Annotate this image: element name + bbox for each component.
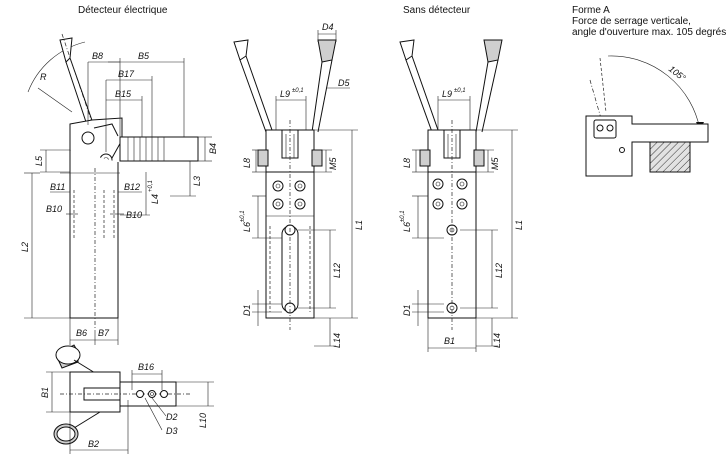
dim-L1-v3: L1 bbox=[514, 220, 524, 230]
dim-B1-top: B1 bbox=[40, 387, 50, 398]
dim-B15: B15 bbox=[115, 89, 132, 99]
dim-L1-front: L1 bbox=[354, 220, 364, 230]
forme-a-detail: 105° bbox=[585, 55, 709, 177]
dim-D1-v3: D1 bbox=[402, 304, 412, 316]
dim-L6-tol-front: ±0,1 bbox=[240, 210, 246, 222]
dim-D2: D2 bbox=[166, 412, 178, 422]
dim-D1-front: D1 bbox=[242, 304, 252, 316]
dim-B7: B7 bbox=[98, 328, 110, 338]
workpiece-hatch bbox=[649, 141, 691, 173]
dim-L6-tol-v3: ±0,1 bbox=[400, 210, 406, 222]
view1-top-view: B1 B16 D2 D3 L10 B2 bbox=[40, 344, 214, 454]
dim-R: R bbox=[40, 72, 47, 82]
dim-L2: L2 bbox=[20, 242, 30, 252]
angle-105: 105° bbox=[667, 64, 688, 84]
clamp-arm bbox=[119, 136, 199, 162]
dim-L8-v3: L8 bbox=[402, 158, 412, 168]
dim-M5-front: M5 bbox=[328, 157, 338, 170]
dim-L4-tol: +0,1 bbox=[148, 180, 154, 192]
dim-L6-v3: L6 bbox=[402, 222, 412, 232]
opening-angle-arc bbox=[607, 55, 701, 131]
dim-L12-front: L12 bbox=[332, 263, 342, 278]
front-lever-handle bbox=[317, 39, 337, 63]
dim-L9-front: L9 bbox=[280, 89, 290, 99]
dim-L14-v3: L14 bbox=[492, 333, 502, 348]
dim-B1-v3: B1 bbox=[444, 336, 455, 346]
dim-L12-v3: L12 bbox=[494, 263, 504, 278]
title-no-detector: Sans détecteur bbox=[403, 5, 471, 16]
dim-B6: B6 bbox=[76, 328, 87, 338]
dim-B8: B8 bbox=[92, 51, 103, 61]
dim-L14-front: L14 bbox=[332, 333, 342, 348]
dim-B10-right: B10 bbox=[126, 210, 142, 220]
radius-arc bbox=[27, 41, 86, 93]
dim-B12: B12 bbox=[124, 182, 140, 192]
dim-L5: L5 bbox=[34, 155, 44, 166]
dim-L8-front: L8 bbox=[242, 158, 252, 168]
dim-B11: B11 bbox=[50, 182, 65, 192]
dim-B17: B17 bbox=[118, 69, 135, 79]
dim-D3: D3 bbox=[166, 426, 178, 436]
dim-B4: B4 bbox=[208, 143, 218, 154]
dim-L9-v3: L9 bbox=[442, 89, 452, 99]
dim-B5: B5 bbox=[138, 51, 150, 61]
dim-D4: D4 bbox=[322, 22, 334, 32]
dim-L10: L10 bbox=[198, 413, 208, 428]
view2-front-view: D4 D5 L9 ±0,1 L8 M5 L6 ±0,1 L1 L12 D1 L1… bbox=[233, 22, 364, 348]
forme-a-desc-line1: Force de serrage verticale, bbox=[572, 16, 691, 27]
dim-L4: L4 bbox=[150, 194, 160, 204]
view1-side-view: R B8 B5 B17 B15 L5 B4 L3 B11 B12 L4 +0,1… bbox=[20, 33, 218, 345]
dim-D5: D5 bbox=[338, 78, 350, 88]
dim-L3: L3 bbox=[192, 176, 202, 186]
forme-a-desc-line2: angle d'ouverture max. 105 degrés bbox=[572, 27, 726, 38]
dim-L9-tol-front: ±0,1 bbox=[292, 88, 304, 94]
dim-B16: B16 bbox=[138, 362, 154, 372]
dim-L9-tol-v3: ±0,1 bbox=[454, 88, 466, 94]
dim-L6-front: L6 bbox=[242, 222, 252, 232]
clamp-base bbox=[69, 150, 119, 319]
title-forme-a: Forme A bbox=[572, 5, 610, 16]
dim-B10-left: B10 bbox=[46, 204, 62, 214]
title-electric-detector: Détecteur électrique bbox=[78, 5, 168, 16]
dim-B2: B2 bbox=[88, 439, 99, 449]
dim-M5-v3: M5 bbox=[490, 157, 500, 170]
view3-front-view: L9 ±0,1 L8 M5 L6 ±0,1 L1 L12 D1 L14 B1 bbox=[399, 39, 524, 352]
